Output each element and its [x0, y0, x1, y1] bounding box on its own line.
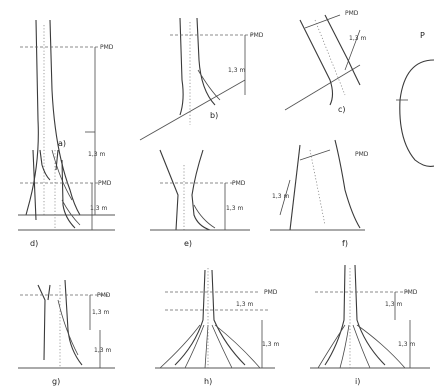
panel-c: PMD 1,3 m c) [284, 10, 366, 114]
height-label: 1,3 m [92, 309, 109, 316]
height-label: 1,3 m [236, 301, 253, 308]
panel-caption: h) [204, 377, 212, 386]
height-label: 1,3 m [385, 301, 402, 308]
height-label-2: 1,3 m [398, 341, 415, 348]
panel-f: PMD 1,3 m f) [270, 139, 369, 248]
pmd-label: PMD [250, 32, 264, 39]
panel-caption: a) [58, 139, 66, 148]
panel-caption: e) [184, 239, 192, 248]
panel-caption: f) [342, 239, 348, 248]
cropped-panel-letter: P [420, 31, 425, 40]
height-label: 1,3 m [88, 151, 105, 158]
height-label: 1,3 m [272, 193, 289, 200]
panel-caption: c) [338, 105, 346, 114]
pmd-label: PMD [98, 180, 112, 187]
panel-caption: g) [52, 377, 60, 386]
panel-g: PMD 1,3 m 1,3 m g) [18, 279, 115, 386]
panel-e: PMD 1,3 m e) [150, 149, 250, 248]
panel-caption: b) [210, 111, 218, 120]
panel-h: PMD 1,3 m 1,3 m h) [155, 268, 279, 386]
pmd-label: PMD [404, 289, 418, 296]
height-label: 1,3 m [228, 67, 245, 74]
height-label-2: 1,3 m [94, 347, 111, 354]
pmd-label: PMD [100, 44, 114, 51]
panel-d: PMD 1,3 m d) [18, 149, 115, 248]
pmd-label: PMD [345, 10, 359, 17]
height-label: 1,3 m [226, 205, 243, 212]
pmd-label: PMD [232, 180, 246, 187]
pmd-label: PMD [97, 292, 111, 299]
pmd-label: PMD [355, 151, 369, 158]
height-label: 1,3 m [90, 205, 107, 212]
height-label-2: 1,3 m [262, 341, 279, 348]
panel-caption: d) [30, 239, 38, 248]
panel-i: PMD 1,3 m 1,3 m i) [310, 264, 430, 386]
height-label: 1,3 m [349, 35, 366, 42]
panel-caption: i) [355, 377, 360, 386]
pmd-label: PMD [264, 289, 278, 296]
cropped-panel: P [396, 31, 434, 167]
panel-b: PMD 1,3 m b) [139, 17, 264, 141]
